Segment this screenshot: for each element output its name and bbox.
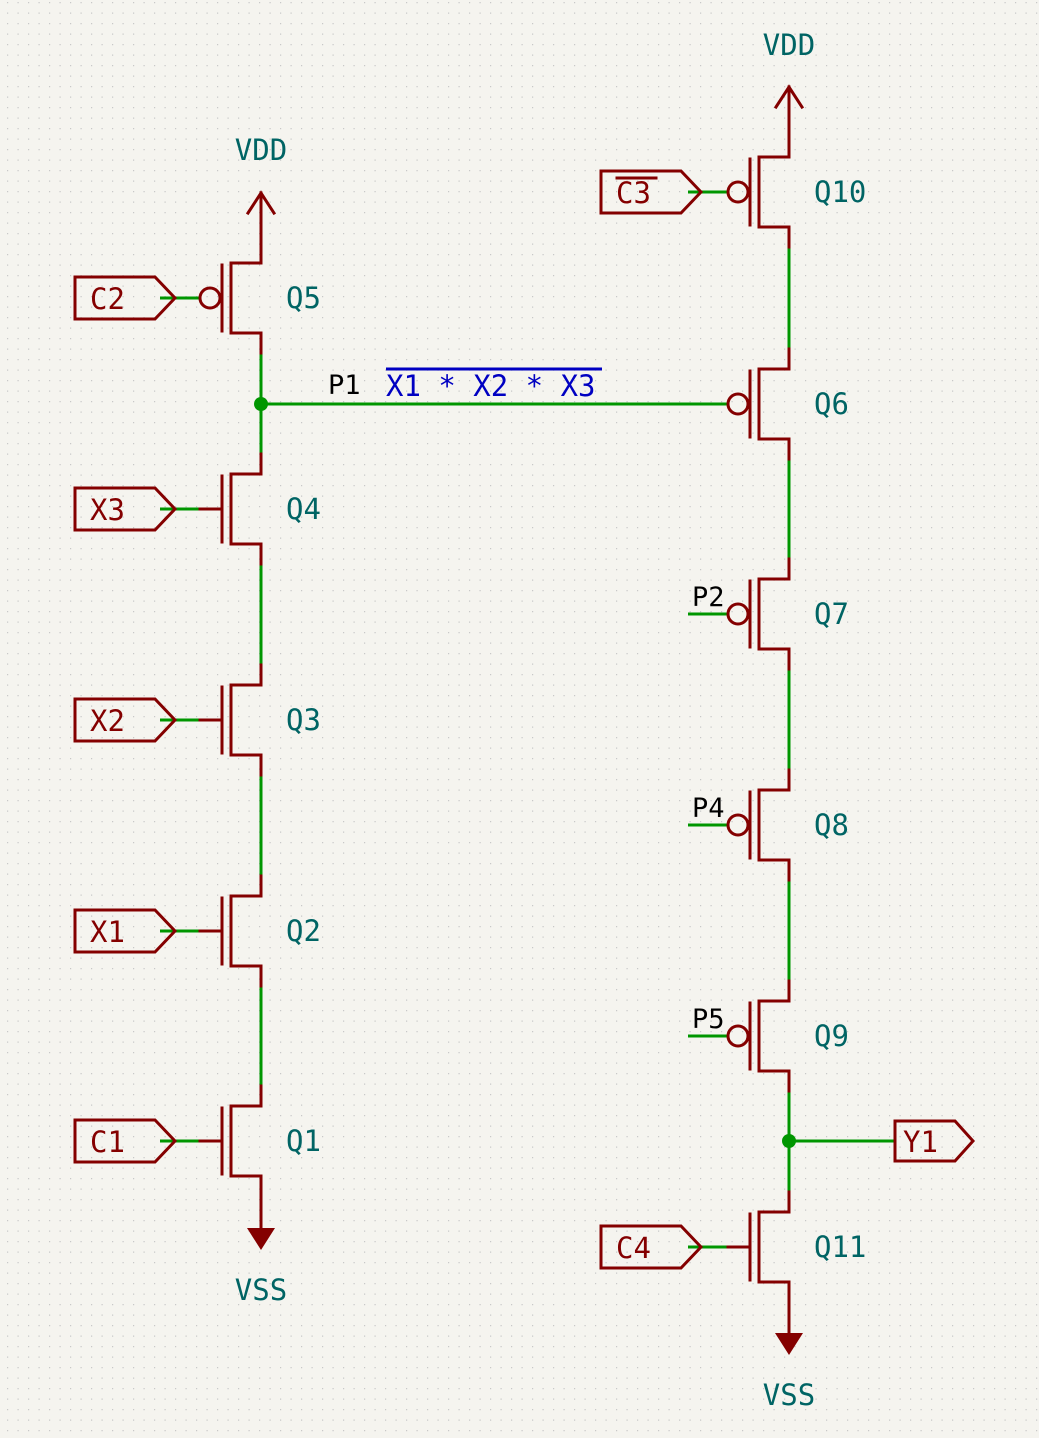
wires [160,190,895,1249]
global-label-text: X1 [90,915,125,949]
power-label-vdd-left: VDD [235,133,287,167]
grid [7,2,1038,1432]
reference-q11: Q11 [814,1230,866,1264]
p1-note: X1 * X2 * X3 [386,369,596,403]
global-label-text: C3 [616,176,651,210]
transistor-q3 [198,663,263,777]
ground-arrow-icon [775,1333,803,1355]
transistor-q2 [198,874,263,988]
transistor-q1 [198,1084,263,1198]
reference-q6: Q6 [814,387,849,421]
transistor-q10 [726,135,791,249]
reference-q4: Q4 [286,492,321,526]
reference-q5: Q5 [286,281,321,315]
net-label-p2: P2 [692,582,725,613]
symbols [73,84,976,1355]
transistor-q6 [726,347,791,461]
power-vdd-right [773,84,805,159]
power-label-vss-left: VSS [235,1273,287,1307]
junction-dot [782,1134,796,1148]
global-label-text: X2 [90,704,125,738]
net-label-p4: P4 [692,793,725,824]
global-label-c1 [73,1118,178,1164]
reference-q7: Q7 [814,597,849,631]
reference-q10: Q10 [814,175,866,209]
inversion-bubble [726,392,750,416]
global-label-x1 [73,908,178,954]
reference-q1: Q1 [286,1124,321,1158]
reference-q8: Q8 [814,808,849,842]
inversion-bubble [726,602,750,626]
global-label-text: Y1 [903,1125,938,1159]
power-vss-left [247,1178,275,1250]
global-label-c4 [599,1224,704,1270]
transistor-q11 [726,1190,791,1304]
global-label-text: C2 [90,282,125,316]
reference-q9: Q9 [814,1019,849,1053]
reference-q2: Q2 [286,914,321,948]
inversion-bubble [726,813,750,837]
inversion-bubble [726,1024,750,1048]
transistor-q7 [726,557,791,671]
supply-arrow-icon [773,84,805,110]
global-label-text: X3 [90,493,125,527]
transistor-q4 [198,452,263,566]
transistor-q9 [726,979,791,1093]
reference-q3: Q3 [286,703,321,737]
inversion-bubble [726,180,750,204]
ground-arrow-icon [247,1228,275,1250]
junction-dot [254,397,268,411]
net-label-p5: P5 [692,1004,725,1035]
global-label-y1 [893,1119,976,1163]
power-vdd-left [245,190,277,265]
transistor-q5 [198,241,263,355]
global-label-text: C4 [616,1231,651,1265]
global-label-text: C1 [90,1125,125,1159]
net-label-p1: P1 [328,370,361,401]
transistor-q8 [726,768,791,882]
global-label-x2 [73,697,178,743]
power-label-vss-right: VSS [763,1378,815,1412]
global-label-c3 [599,169,704,215]
global-label-c2 [73,275,178,321]
inversion-bubble [198,286,222,310]
grid-dots [7,2,1038,1432]
power-vss-right [775,1283,803,1355]
supply-arrow-icon [245,190,277,216]
power-label-vdd-right: VDD [763,28,815,62]
global-label-x3 [73,486,178,532]
